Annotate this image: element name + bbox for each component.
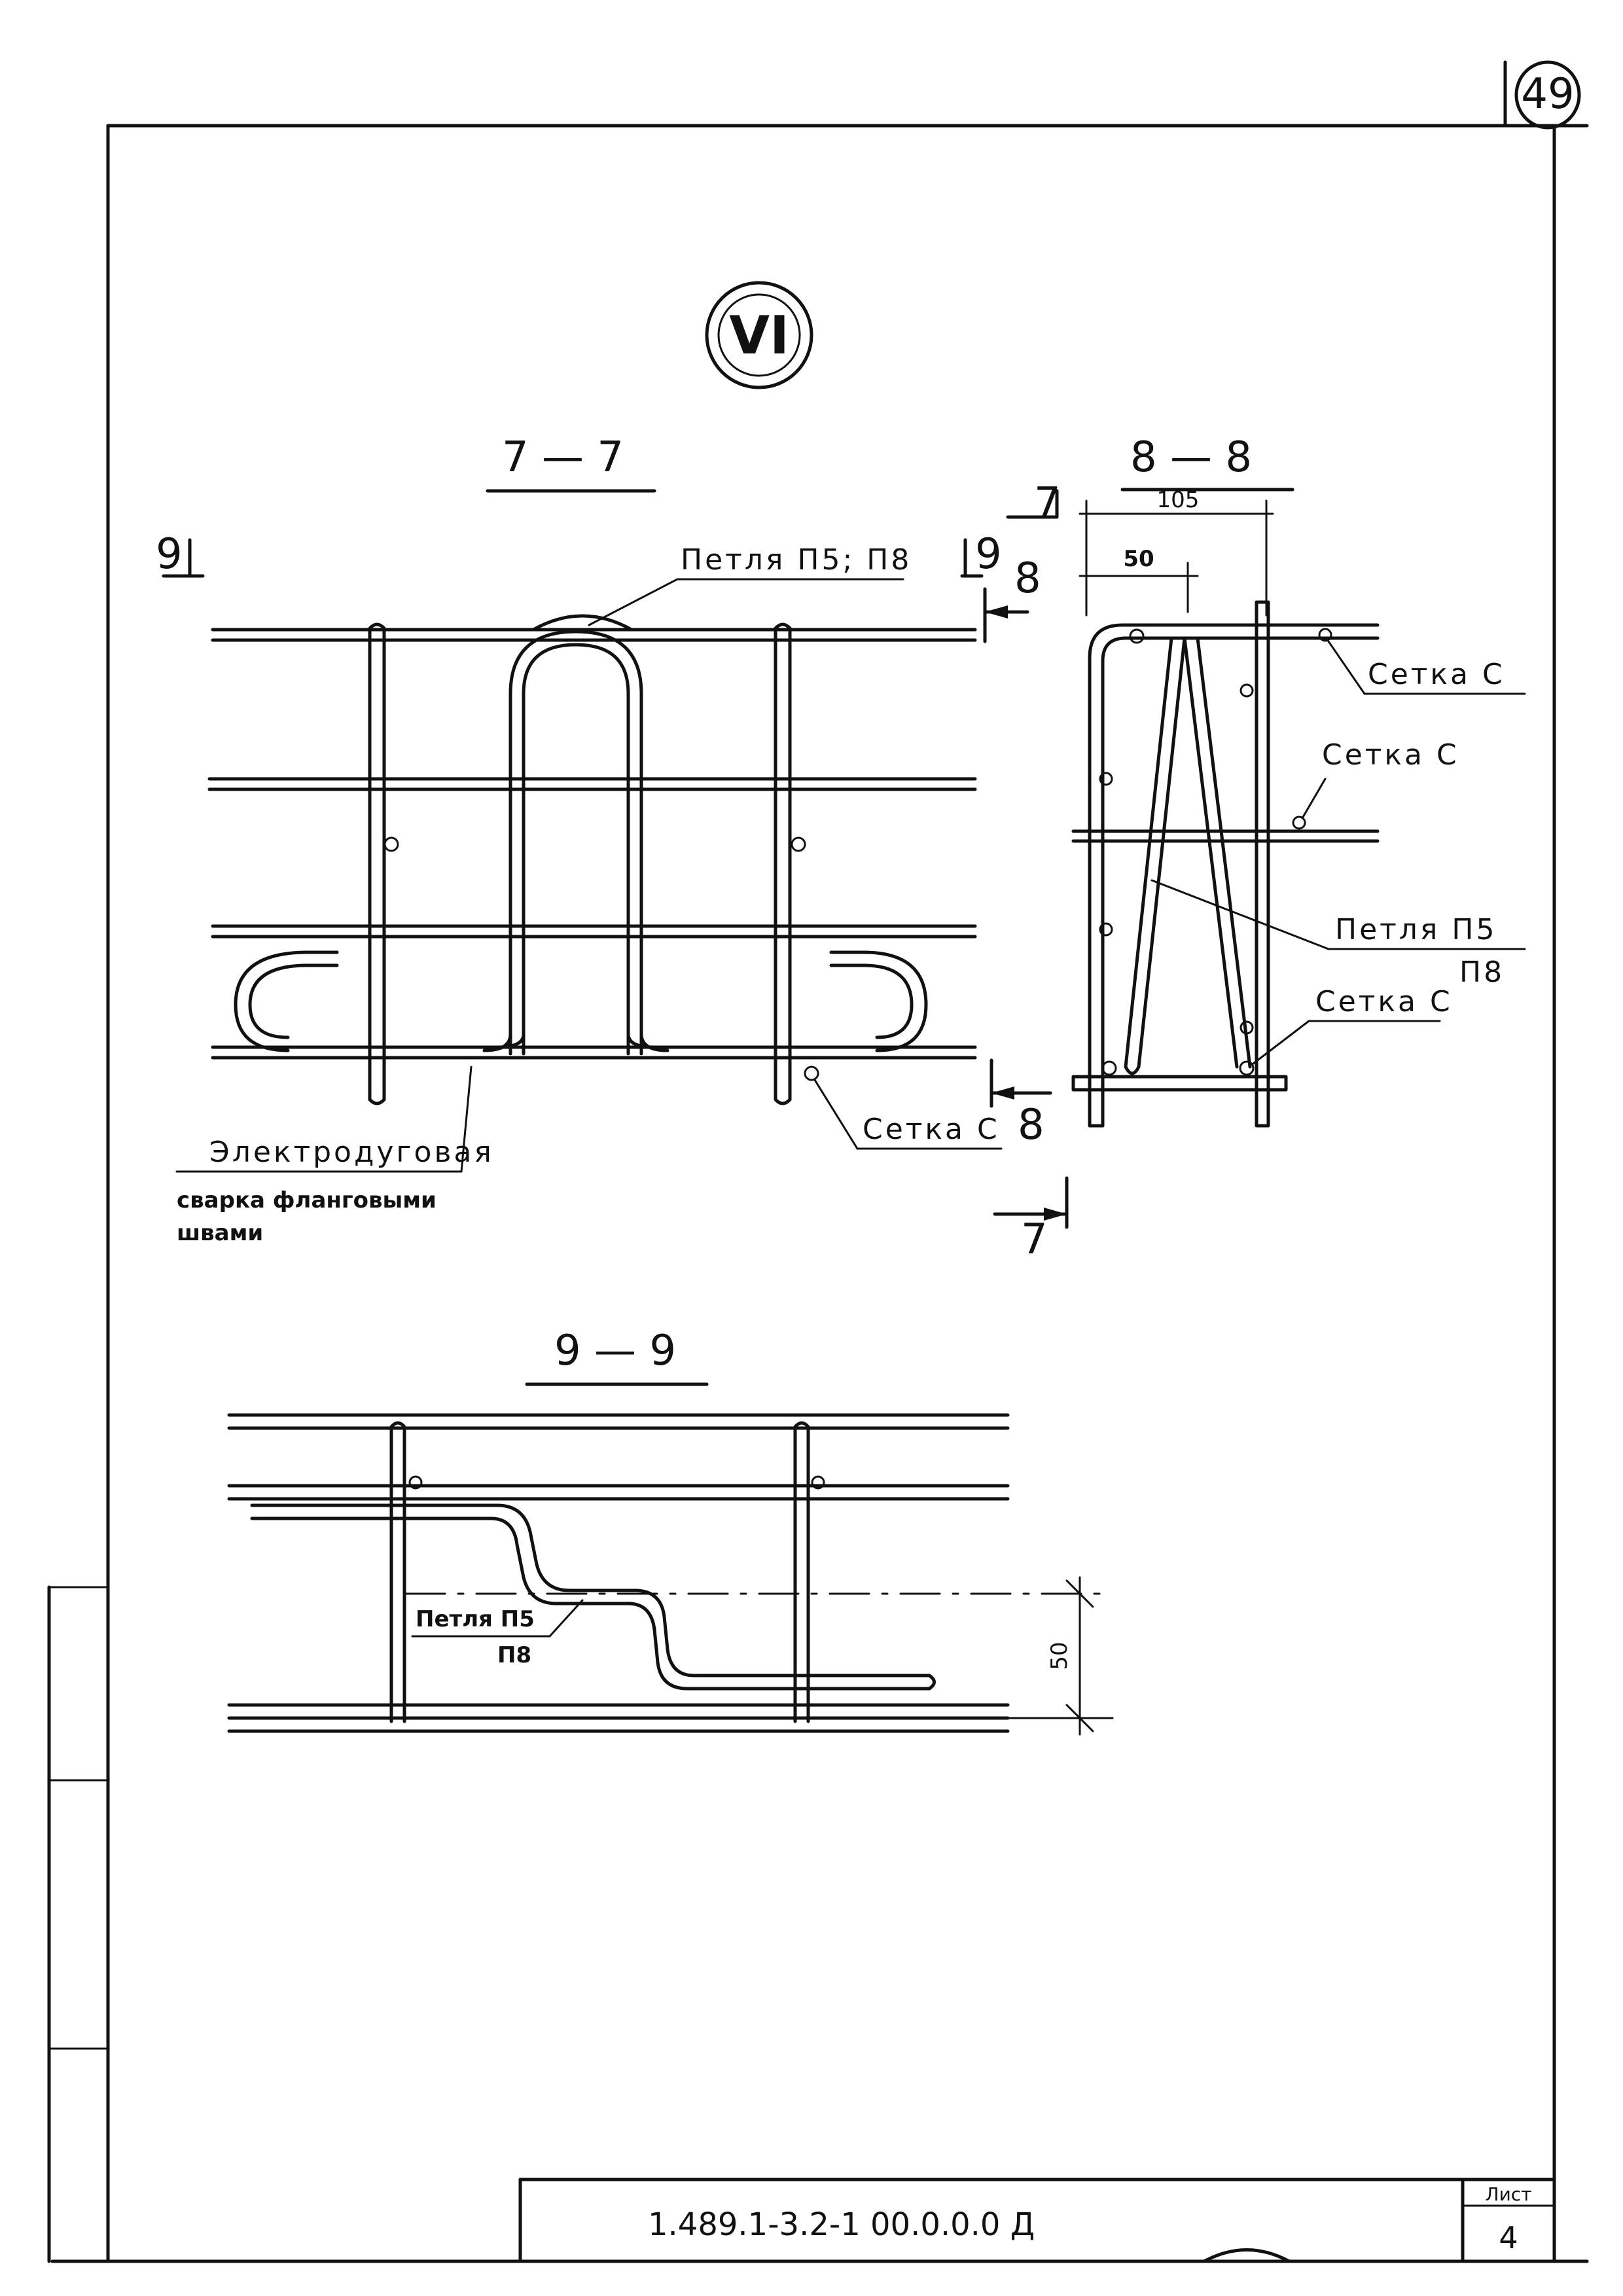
cut-mark-7-top: 7	[1034, 479, 1061, 528]
document-code: 1.489.1-3.2-1 00.0.0.0 Д	[648, 2206, 1035, 2243]
cut-mark-9-right: 9	[975, 530, 1002, 579]
sheet-frame	[47, 60, 1589, 2263]
label-welding-1: Электродуговая	[209, 1136, 494, 1169]
label-petlya-p5-8-8: Петля П5	[1335, 913, 1497, 946]
section-7-7: 7 — 7 9 9	[156, 433, 1069, 1264]
sheet-number: 4	[1499, 2220, 1518, 2255]
section-7-7-title: 7 — 7	[502, 433, 624, 482]
label-welding-2: сварка фланговыми	[177, 1187, 437, 1213]
cut-mark-8-top: 8	[1014, 554, 1041, 603]
title-block: 1.489.1-3.2-1 00.0.0.0 Д Лист 4	[518, 2178, 1556, 2263]
dim-50-side: 50	[1046, 1641, 1073, 1670]
label-p8-9-9: П8	[497, 1642, 531, 1668]
cut-mark-9-left: 9	[156, 530, 183, 579]
dim-105: 105	[1157, 487, 1200, 513]
label-petlya-p5-9-9: Петля П5	[416, 1606, 535, 1632]
cut-mark-7-bottom: 7	[1021, 1215, 1048, 1264]
label-setka-c-8-8-top: Сетка С	[1368, 658, 1505, 691]
section-8-8: 8 — 8 105 50 Сетка С Се	[1071, 433, 1526, 1128]
label-petlya-p5-p8: Петля П5; П8	[681, 543, 912, 577]
dim-50-top: 50	[1123, 546, 1154, 572]
vertical-bars-7-7	[368, 622, 806, 1105]
sheet-label: Лист	[1486, 2183, 1532, 2205]
detail-marker: VI	[705, 281, 813, 389]
section-8-8-title: 8 — 8	[1130, 433, 1252, 482]
detail-marker-text: VI	[729, 305, 789, 366]
label-setka-c-7-7: Сетка С	[863, 1113, 1000, 1146]
label-setka-c-8-8-mid: Сетка С	[1322, 738, 1459, 772]
cut-mark-8-bottom: 8	[1018, 1101, 1044, 1149]
page-number: 49	[1514, 60, 1581, 130]
hooks-7-7	[234, 950, 928, 1052]
label-setka-c-8-8-bottom: Сетка С	[1315, 985, 1453, 1018]
label-p8-8-8: П8	[1459, 956, 1505, 989]
section-9-9: 9 — 9 50 Петля П5 П8	[227, 1327, 1114, 1736]
page-number-text: 49	[1521, 70, 1574, 118]
horizontal-bars-7-7	[207, 628, 977, 1060]
label-welding-3: швами	[177, 1220, 263, 1246]
loop-p5-p8-7-7	[482, 614, 669, 1056]
section-9-9-title: 9 — 9	[554, 1327, 676, 1375]
